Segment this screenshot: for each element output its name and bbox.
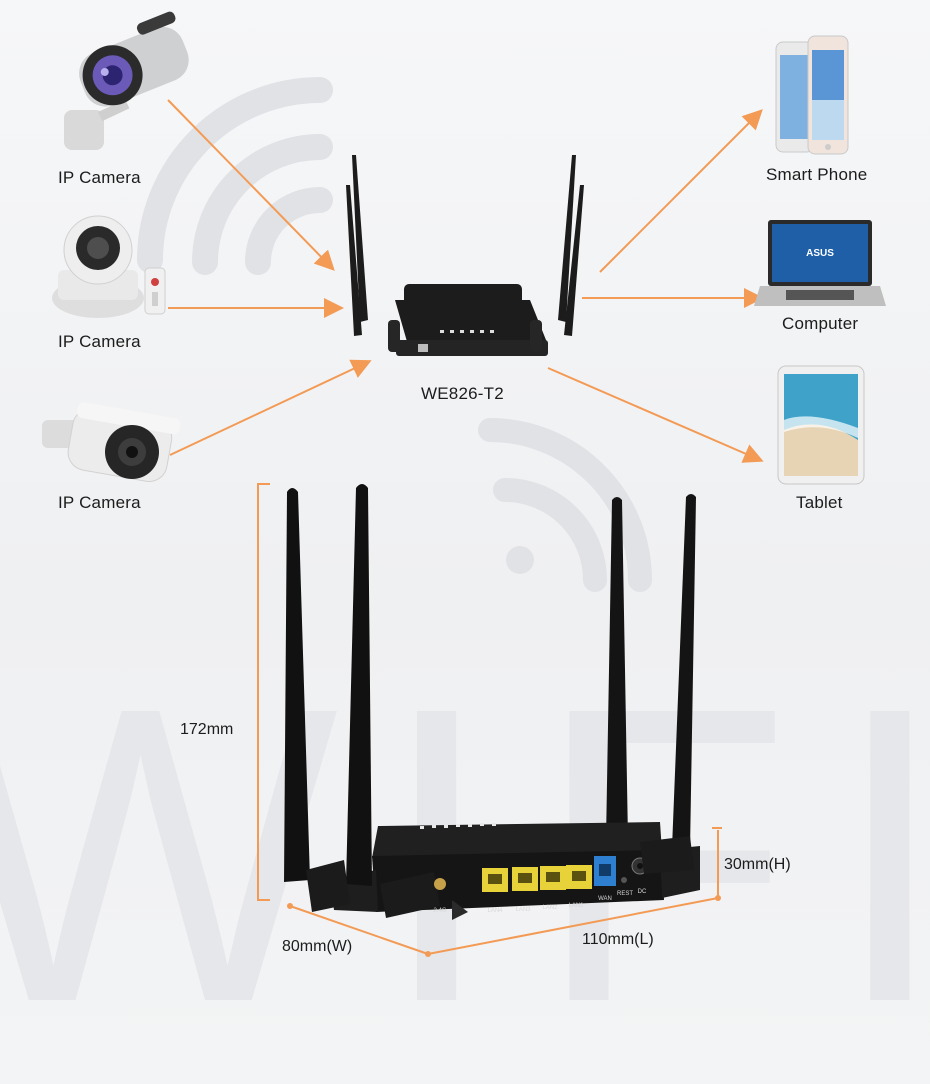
lan-ports bbox=[482, 865, 592, 892]
output-label-computer: Computer bbox=[782, 314, 859, 333]
router-model-label: WE826-T2 bbox=[421, 384, 504, 403]
arrow-camera1-to-router bbox=[167, 99, 335, 271]
port-label-lan1: LAN1 bbox=[568, 903, 584, 909]
port-label-lan2: LAN2 bbox=[542, 905, 558, 911]
port-label-dc: DC bbox=[638, 889, 647, 895]
arrow-router-to-phone bbox=[599, 109, 763, 273]
dimension-height-label: 172mm bbox=[180, 721, 234, 738]
input-label-camera-3: IP Camera bbox=[58, 493, 141, 512]
input-label-camera-2: IP Camera bbox=[58, 332, 141, 351]
dimension-length-label: 110mm(L) bbox=[582, 931, 654, 948]
output-label-phone: Smart Phone bbox=[766, 165, 868, 184]
dimension-width-label: 80mm(W) bbox=[282, 938, 353, 955]
antenna-icon bbox=[284, 484, 694, 918]
antenna-label-24g: 2.4G bbox=[433, 908, 446, 914]
output-label-tablet: Tablet bbox=[796, 493, 843, 512]
input-label-camera-1: IP Camera bbox=[58, 168, 141, 187]
port-label-lan3: LAN3 bbox=[515, 907, 531, 913]
laptop-brand: ASUS bbox=[806, 248, 834, 259]
port-label-wan: WAN bbox=[598, 896, 612, 902]
port-label-rest: REST bbox=[617, 891, 633, 897]
arrow-camera3-to-router bbox=[169, 359, 372, 456]
wifi-symbol-icon bbox=[137, 77, 333, 275]
port-label-lan4: LAN4 bbox=[487, 908, 503, 914]
dimension-lines bbox=[257, 483, 722, 955]
arrow-router-to-tablet bbox=[547, 367, 764, 463]
wifi-symbol-icon bbox=[478, 418, 652, 592]
dimension-depth-label: 30mm(H) bbox=[724, 856, 791, 873]
antenna-icon bbox=[606, 494, 696, 850]
